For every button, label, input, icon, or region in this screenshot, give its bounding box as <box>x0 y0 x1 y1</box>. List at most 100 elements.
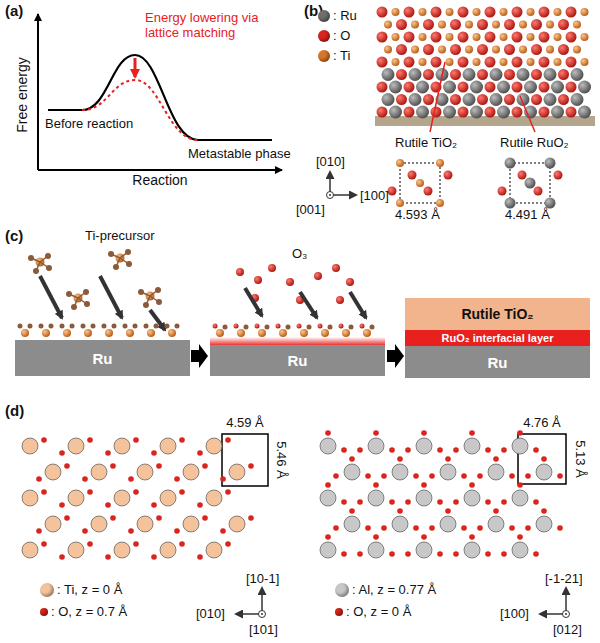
atom <box>501 551 507 557</box>
atom <box>505 158 516 169</box>
layer-band: Ru <box>405 346 590 378</box>
legend-text: : Ru <box>333 8 357 23</box>
atom <box>320 542 336 558</box>
atom <box>220 528 226 534</box>
atom <box>443 81 456 94</box>
layer-band: Rutile TiO₂ <box>405 298 590 330</box>
atom <box>133 437 139 443</box>
atom <box>453 551 459 557</box>
legend-swatch <box>318 10 330 22</box>
atom <box>41 541 47 547</box>
atom <box>551 106 564 119</box>
atom <box>546 21 554 29</box>
annotation: [001] <box>296 202 325 217</box>
atom <box>220 476 226 482</box>
atom <box>473 58 481 66</box>
layer-label: Ru <box>488 354 508 371</box>
legend-swatch <box>335 583 349 597</box>
atom <box>368 490 384 506</box>
atom <box>493 508 499 514</box>
atom <box>409 68 422 81</box>
atom <box>413 525 419 531</box>
layer-label: Rutile TiO₂ <box>461 306 533 322</box>
atom <box>328 325 333 330</box>
atom <box>545 158 556 169</box>
atom <box>45 253 51 259</box>
atom <box>382 68 395 81</box>
atom <box>488 516 504 532</box>
legend-text: : O <box>333 28 350 43</box>
atom <box>554 58 562 66</box>
atom <box>320 438 336 454</box>
atom <box>248 515 254 521</box>
legend-text: : Ti <box>333 48 350 63</box>
legend-swatch <box>318 50 330 62</box>
annotation: Rutile RuO₂ <box>500 135 569 150</box>
atom <box>389 447 395 453</box>
atom <box>84 329 92 337</box>
atom <box>539 82 550 93</box>
stroke <box>150 310 165 330</box>
legend-row: : Ti, z = 0 Å <box>40 582 122 597</box>
atom <box>216 329 224 337</box>
atom <box>539 7 550 18</box>
atom <box>202 463 208 469</box>
atom <box>566 107 577 118</box>
atom <box>33 268 39 274</box>
atom <box>382 93 395 106</box>
atom <box>581 33 589 41</box>
atom <box>539 32 550 43</box>
atom <box>156 299 162 305</box>
atom <box>244 325 249 330</box>
atom <box>437 551 443 557</box>
atom <box>349 508 355 514</box>
atom <box>381 525 387 531</box>
atom <box>154 324 159 329</box>
atom <box>168 329 176 337</box>
atom <box>392 8 400 16</box>
atom <box>446 33 454 41</box>
atom <box>518 171 527 180</box>
atom <box>156 515 162 521</box>
atom <box>213 324 218 329</box>
atom <box>174 476 180 482</box>
atom <box>206 542 222 558</box>
atom <box>533 447 539 453</box>
atom <box>444 171 453 180</box>
atom <box>392 58 400 66</box>
atom <box>349 325 354 330</box>
atom <box>450 69 461 80</box>
atom <box>255 324 260 329</box>
atom <box>536 516 552 532</box>
annotation: [100] <box>500 606 529 621</box>
atom <box>183 516 199 532</box>
legend-row: : Al, z = 0.77 Å <box>335 582 436 597</box>
legend-text: : Ti, z = 0 Å <box>57 582 122 597</box>
atom <box>453 447 459 453</box>
stroke <box>40 276 62 318</box>
atom <box>384 46 392 54</box>
atom <box>581 58 589 66</box>
atom <box>421 482 427 488</box>
atom <box>409 93 422 106</box>
atom <box>110 515 116 521</box>
atom <box>463 68 476 81</box>
atom <box>416 179 424 187</box>
atom <box>229 464 245 480</box>
atom <box>126 261 132 267</box>
atom <box>477 525 483 531</box>
legend-text: : Al, z = 0.77 Å <box>352 582 436 597</box>
atom <box>463 93 476 106</box>
atom <box>437 499 443 505</box>
atom <box>501 499 507 505</box>
atom <box>492 21 500 29</box>
atom <box>458 107 469 118</box>
atom <box>349 456 355 462</box>
atom <box>470 106 483 119</box>
atom <box>28 324 33 329</box>
atom <box>105 502 111 508</box>
atom <box>36 476 42 482</box>
atom <box>138 289 144 295</box>
atom <box>368 542 384 558</box>
atom <box>566 57 577 68</box>
